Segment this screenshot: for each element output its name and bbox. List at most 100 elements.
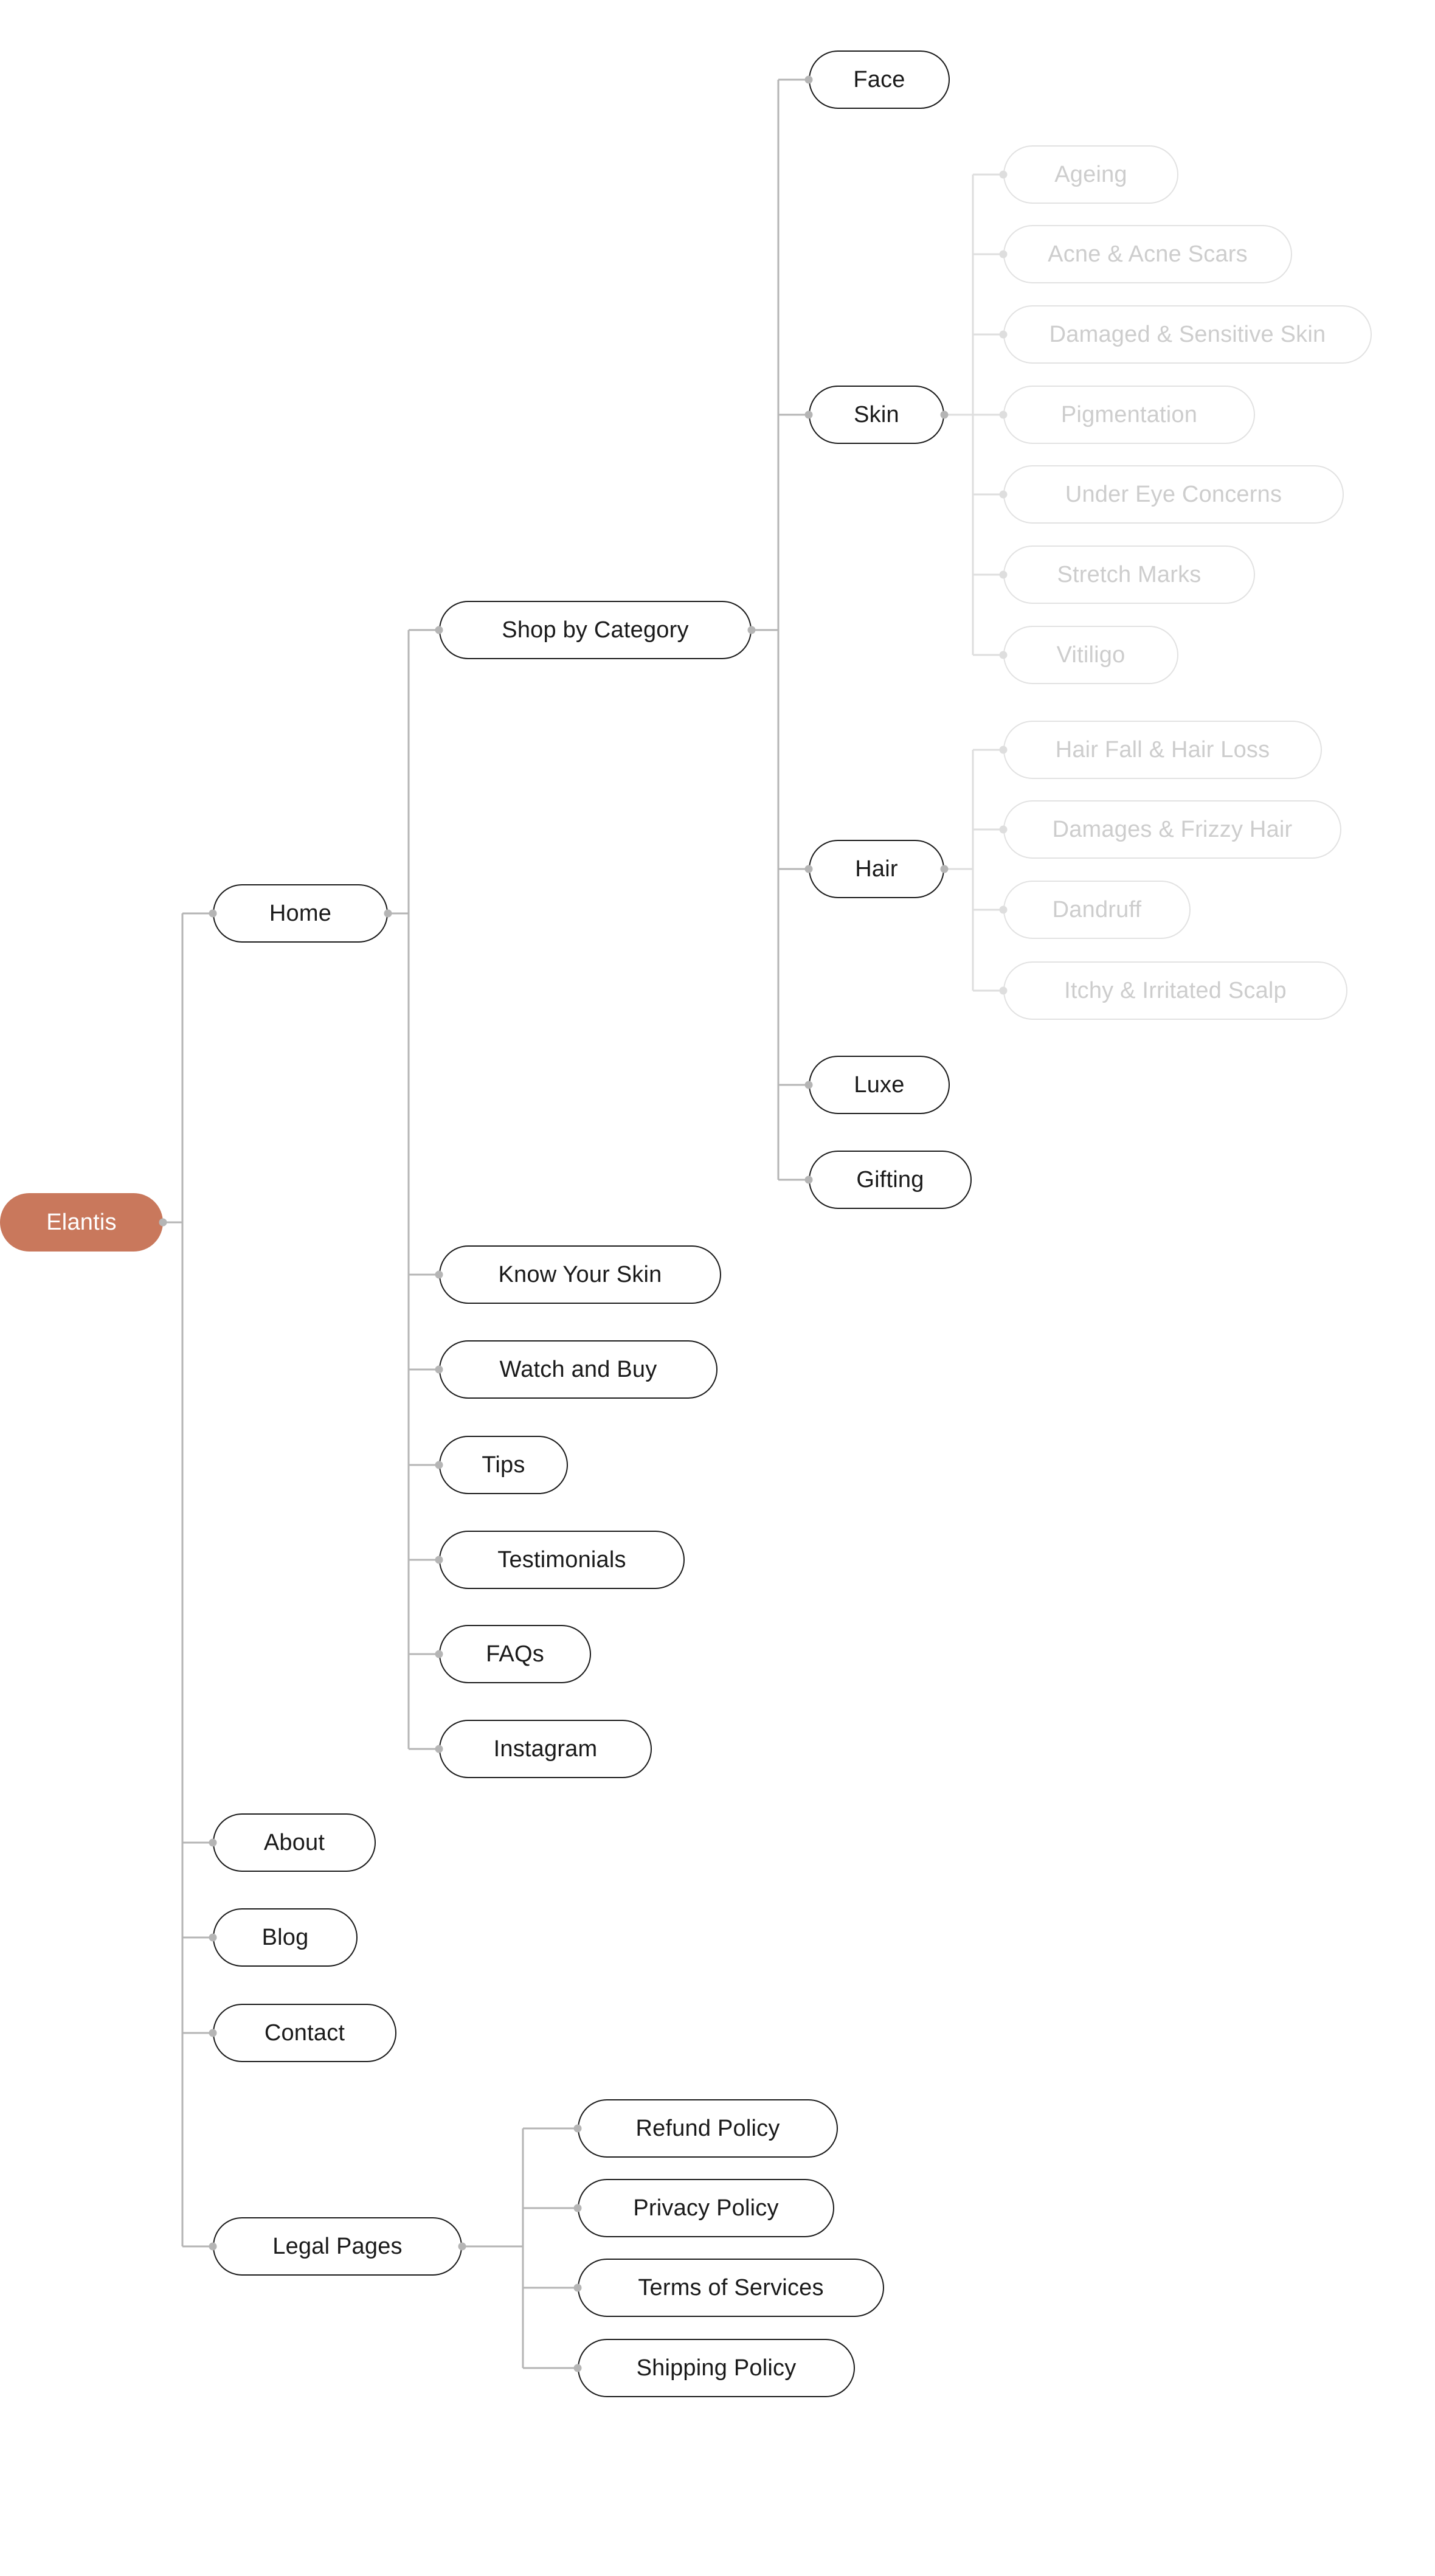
node-skin[interactable]: Skin [809,386,944,444]
node-label: Legal Pages [272,2233,403,2259]
node-label: Itchy & Irritated Scalp [1064,977,1287,1003]
node-label: Pigmentation [1060,401,1198,428]
connector-dot-pigmentation [999,410,1008,419]
connector-dot-skin-right [940,410,949,419]
node-label: Skin [854,401,899,428]
connector-dot-ageing [999,170,1008,179]
connector-dot-luxe [804,1081,813,1089]
node-root-elantis[interactable]: Elantis [0,1193,163,1252]
node-label: Damages & Frizzy Hair [1052,816,1293,842]
node-label: Hair Fall & Hair Loss [1055,736,1270,763]
connector-dot-vitiligo [999,651,1008,659]
node-under-eye-concerns[interactable]: Under Eye Concerns [1003,465,1344,524]
node-label: Elantis [46,1209,117,1235]
node-instagram[interactable]: Instagram [439,1720,652,1778]
connector-dot-home-right [384,909,392,918]
node-label: Dandruff [1052,896,1142,923]
connector-dot-instagram [435,1745,443,1753]
connector-dot-shipping-policy [573,2364,582,2372]
node-label: Instagram [493,1736,598,1762]
node-gifting[interactable]: Gifting [809,1151,972,1209]
node-label: Terms of Services [638,2274,824,2301]
node-label: Refund Policy [635,2115,780,2141]
node-label: Ageing [1054,161,1127,187]
node-label: Hair [855,856,898,882]
connector-dot-privacy-policy [573,2204,582,2212]
node-watch-and-buy[interactable]: Watch and Buy [439,1340,718,1399]
connector-dot-stretch-marks [999,570,1008,579]
node-label: Vitiligo [1056,642,1126,668]
connector-dot-hair-fall-and-hair-loss [999,746,1008,754]
connector-dot-acne-and-acne-scars [999,250,1008,258]
connector-dot-damaged-and-sensitive-skin [999,330,1008,339]
connector-dot-root [159,1218,167,1227]
node-label: Luxe [854,1072,905,1098]
connector-dot-legal-left [209,2242,217,2251]
node-about[interactable]: About [213,1813,376,1872]
node-label: Under Eye Concerns [1065,481,1282,507]
node-shop-by-category[interactable]: Shop by Category [439,601,752,659]
connector-dot-about [209,1838,217,1847]
node-damages-and-frizzy-hair[interactable]: Damages & Frizzy Hair [1003,800,1341,859]
node-label: FAQs [486,1641,544,1667]
node-testimonials[interactable]: Testimonials [439,1531,685,1589]
node-label: Shop by Category [502,617,689,643]
node-hair-fall-and-hair-loss[interactable]: Hair Fall & Hair Loss [1003,721,1322,779]
node-label: Home [269,900,332,926]
connector-dot-tips [435,1461,443,1469]
node-contact[interactable]: Contact [213,2004,396,2062]
node-label: Privacy Policy [633,2195,779,2221]
node-label: Tips [482,1452,525,1478]
node-damaged-and-sensitive-skin[interactable]: Damaged & Sensitive Skin [1003,305,1372,364]
node-terms-of-services[interactable]: Terms of Services [578,2259,884,2317]
node-label: Damaged & Sensitive Skin [1049,321,1326,347]
node-label: Know Your Skin [498,1261,662,1287]
connector-dot-skin-left [804,410,813,419]
connector-dot-shop-left [435,626,443,634]
node-itchy-and-irritated-scalp[interactable]: Itchy & Irritated Scalp [1003,961,1347,1020]
node-dandruff[interactable]: Dandruff [1003,881,1191,939]
node-label: Shipping Policy [636,2355,797,2381]
node-label: Stretch Marks [1057,561,1202,587]
node-label: Gifting [856,1166,924,1193]
node-pigmentation[interactable]: Pigmentation [1003,386,1255,444]
connector-dot-testimonials [435,1556,443,1564]
connector-dot-shop-right [747,626,756,634]
node-luxe[interactable]: Luxe [809,1056,950,1114]
node-label: Blog [261,1924,309,1950]
connector-dot-face [804,75,813,84]
connector-dot-home-left [209,909,217,918]
node-label: Watch and Buy [499,1356,657,1382]
connector-dot-blog [209,1933,217,1942]
node-shipping-policy[interactable]: Shipping Policy [578,2339,855,2397]
node-stretch-marks[interactable]: Stretch Marks [1003,545,1255,604]
node-face[interactable]: Face [809,50,950,109]
node-legal-pages[interactable]: Legal Pages [213,2217,462,2276]
connector-dot-legal-right [458,2242,466,2251]
node-privacy-policy[interactable]: Privacy Policy [578,2179,834,2237]
node-home[interactable]: Home [213,884,388,943]
node-vitiligo[interactable]: Vitiligo [1003,626,1178,684]
connector-dot-dandruff [999,905,1008,914]
connector-dot-terms-of-services [573,2283,582,2292]
connector-dot-faqs [435,1650,443,1658]
node-label: About [263,1829,325,1855]
connector-dot-know-your-skin [435,1270,443,1279]
node-blog[interactable]: Blog [213,1908,358,1967]
node-acne-and-acne-scars[interactable]: Acne & Acne Scars [1003,225,1292,283]
connector-dot-refund-policy [573,2124,582,2133]
connector-dot-damages-and-frizzy-hair [999,825,1008,834]
node-label: Face [853,66,905,92]
node-ageing[interactable]: Ageing [1003,145,1178,204]
node-tips[interactable]: Tips [439,1436,568,1494]
connector-dot-contact [209,2029,217,2037]
connector-dot-itchy-and-irritated-scalp [999,986,1008,995]
connector-dot-gifting [804,1175,813,1184]
node-refund-policy[interactable]: Refund Policy [578,2099,838,2158]
node-hair[interactable]: Hair [809,840,944,898]
node-label: Contact [264,2020,345,2046]
connector-dot-hair-right [940,865,949,873]
node-know-your-skin[interactable]: Know Your Skin [439,1245,721,1304]
node-faqs[interactable]: FAQs [439,1625,591,1683]
